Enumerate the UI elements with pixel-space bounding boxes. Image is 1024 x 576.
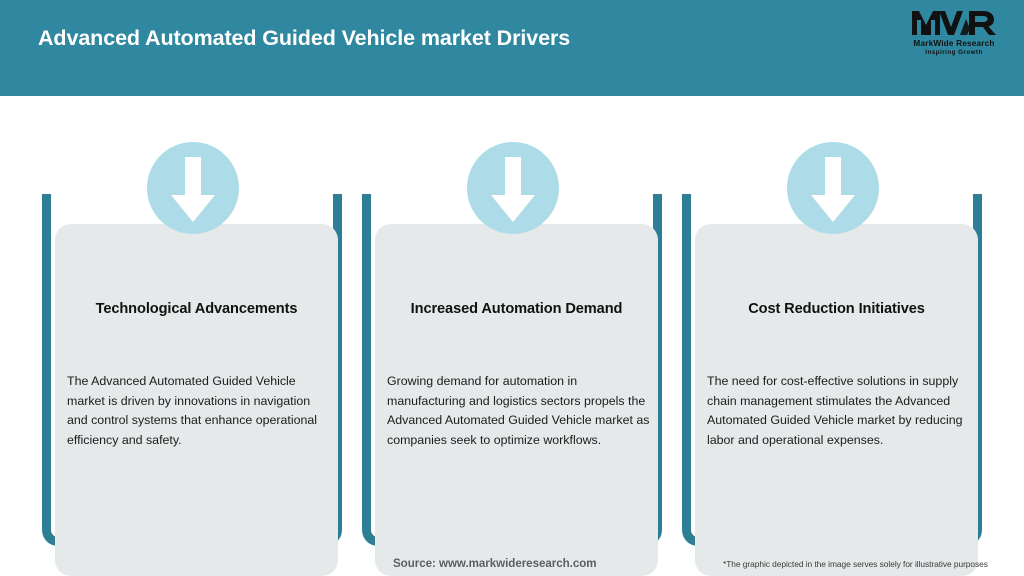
- header-bar: Advanced Automated Guided Vehicle market…: [0, 0, 1024, 96]
- card-title: Increased Automation Demand: [410, 301, 623, 317]
- logo-tagline: Inspiring Growth: [925, 49, 983, 56]
- down-arrow-icon: [171, 157, 215, 222]
- card-panel: Increased Automation Demand Growing dema…: [375, 224, 658, 576]
- footer-disclaimer: *The graphic depicted in the image serve…: [723, 559, 988, 569]
- driver-card-3[interactable]: Cost Reduction Initiatives The need for …: [682, 142, 982, 576]
- card-body: Growing demand for automation in manufac…: [387, 374, 650, 447]
- card-body: The Advanced Automated Guided Vehicle ma…: [67, 374, 318, 447]
- driver-card-2[interactable]: Increased Automation Demand Growing dema…: [362, 142, 662, 576]
- brand-logo: MarkWide Research Inspiring Growth: [902, 8, 1006, 62]
- mwr-logo-icon: [912, 11, 996, 35]
- card-panel: Technological Advancements The Advanced …: [55, 224, 338, 576]
- drivers-card-group: Technological Advancements The Advanced …: [0, 96, 1024, 576]
- card-body: The need for cost-effective solutions in…: [707, 374, 963, 447]
- card-panel: Cost Reduction Initiatives The need for …: [695, 224, 978, 576]
- down-arrow-icon: [491, 157, 535, 222]
- card-title: Technological Advancements: [95, 301, 298, 317]
- footer-source: Source: www.markwideresearch.com: [393, 557, 597, 570]
- driver-card-1[interactable]: Technological Advancements The Advanced …: [42, 142, 342, 576]
- logo-company-name: MarkWide Research: [913, 39, 995, 48]
- down-arrow-icon: [811, 157, 855, 222]
- card-title: Cost Reduction Initiatives: [748, 301, 925, 317]
- page-title: Advanced Automated Guided Vehicle market…: [38, 26, 571, 50]
